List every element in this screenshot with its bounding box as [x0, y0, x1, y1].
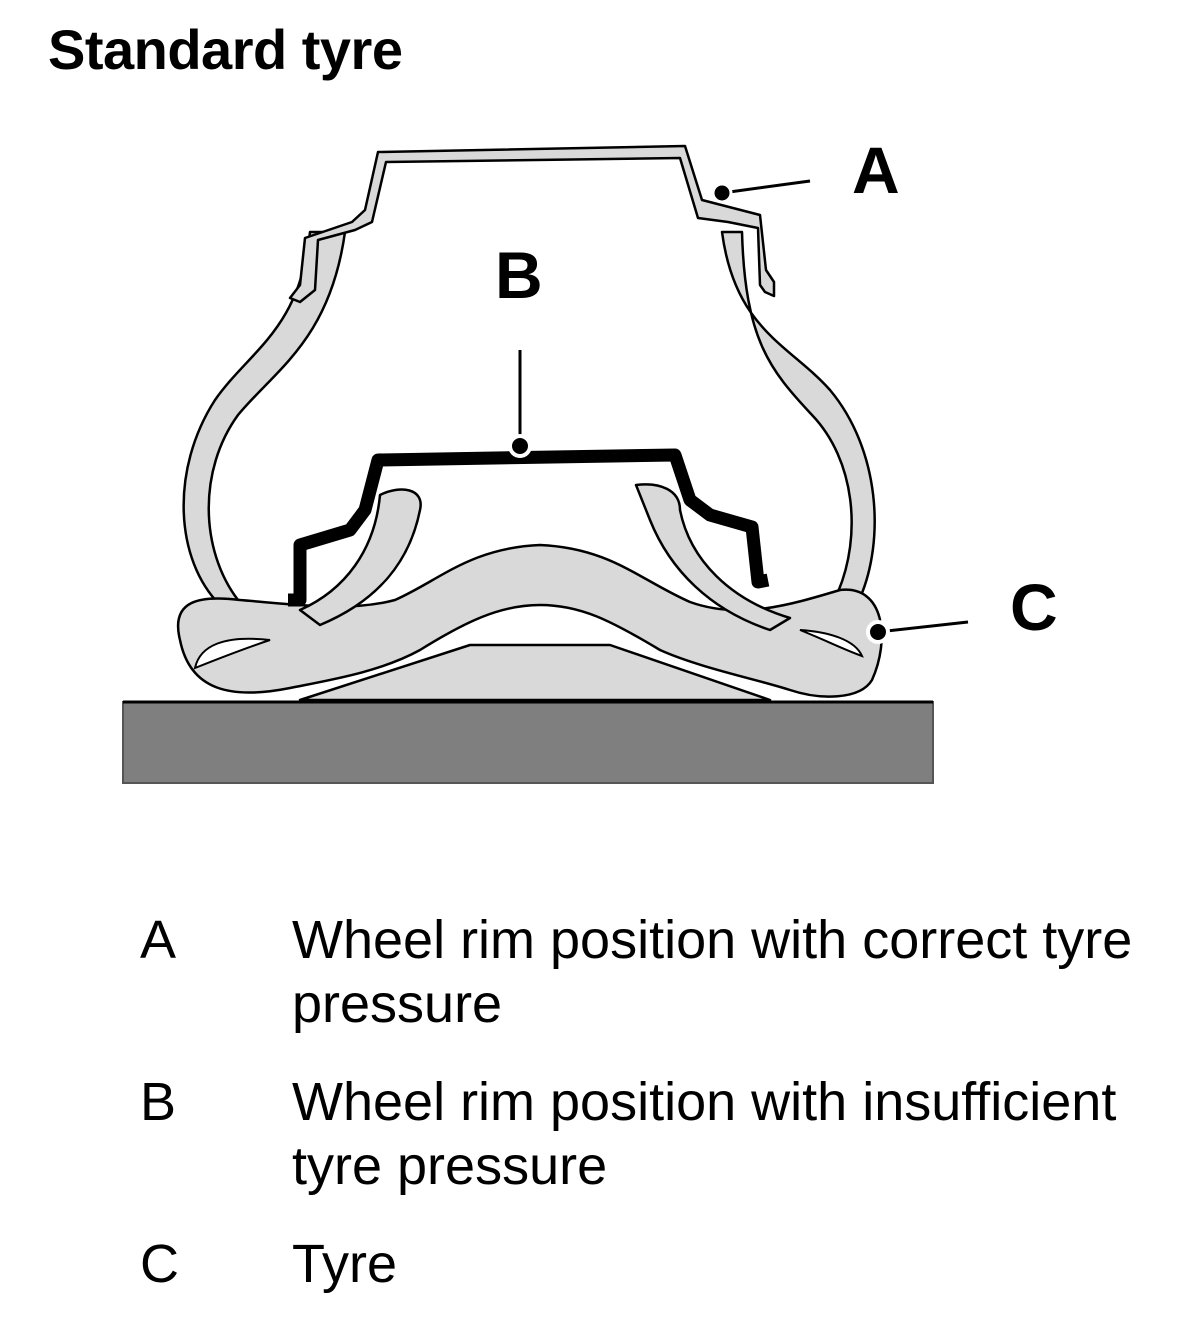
- callout-a-label: A: [852, 133, 900, 207]
- legend-text: Wheel rim position with correct tyre pre…: [292, 910, 1133, 1034]
- rim-insufficient-pressure: [288, 448, 770, 607]
- tyre-inner-opening-right: [799, 629, 864, 658]
- tyre-cross-section-diagram: A B C: [122, 133, 1058, 784]
- tyre-collapsed-tread: [176, 543, 883, 698]
- callout-b-dot: [508, 434, 532, 458]
- legend-key: C: [140, 1234, 179, 1294]
- tyre-left-sidewall: [182, 230, 347, 607]
- tyre-right-bead: [634, 483, 792, 632]
- callout-c-dot: [866, 620, 890, 644]
- legend-key: A: [140, 910, 177, 970]
- tyre-right-sidewall: [720, 230, 876, 600]
- rim-correct-pressure: [288, 144, 776, 304]
- legend-item-b: B Wheel rim position with insufficient t…: [140, 1070, 1180, 1198]
- callout-a-dot: [711, 182, 733, 204]
- ground-surface: [122, 701, 934, 784]
- page-title: Standard tyre: [48, 18, 403, 81]
- legend-text: Wheel rim position with insufficient tyr…: [292, 1072, 1117, 1196]
- legend: A Wheel rim position with correct tyre p…: [140, 908, 1180, 1330]
- legend-text: Tyre: [292, 1234, 398, 1294]
- legend-key: B: [140, 1072, 177, 1132]
- callout-c-label: C: [1010, 570, 1058, 644]
- legend-item-a: A Wheel rim position with correct tyre p…: [140, 908, 1180, 1036]
- tyre-contact-patch: [298, 643, 772, 702]
- tyre-inner-opening-left: [193, 637, 271, 670]
- callout-b-label: B: [495, 238, 543, 312]
- callout-a-leader: [721, 179, 811, 195]
- legend-item-c: C Tyre: [140, 1232, 1180, 1296]
- tyre-left-bead: [298, 488, 422, 627]
- callout-c-leader: [877, 620, 969, 634]
